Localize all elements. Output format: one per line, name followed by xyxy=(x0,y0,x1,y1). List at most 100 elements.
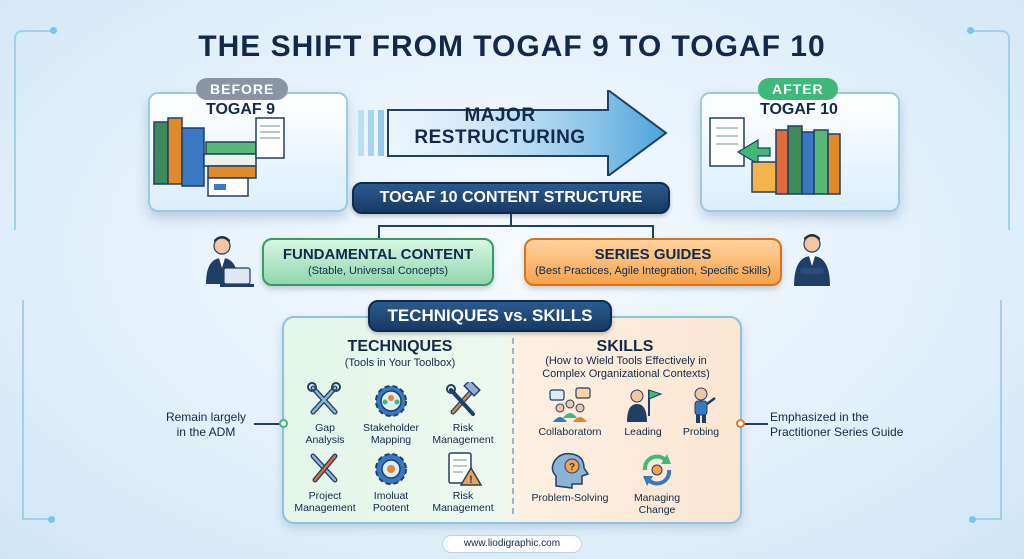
skills-subtitle: (How to Wield Tools Effectively in Compl… xyxy=(515,355,737,381)
label-line: Change xyxy=(638,504,676,516)
hammer-wrench-icon xyxy=(446,382,481,416)
circuit-dot xyxy=(967,27,974,34)
head-question-icon: ? xyxy=(551,452,590,489)
arrow-label-line1: MAJOR xyxy=(464,105,536,126)
circuit-dot xyxy=(48,516,55,523)
page-title: THE SHIFT FROM TOGAF 9 TO TOGAF 10 xyxy=(198,30,826,63)
label-line: Stakeholder xyxy=(362,422,420,434)
left-note-dot xyxy=(279,419,288,428)
series-guides-box: SERIES GUIDES (Best Practices, Agile Int… xyxy=(524,238,782,286)
technique-item: Stakeholder Mapping xyxy=(354,382,428,446)
right-note-line2: Practitioner Series Guide xyxy=(770,425,904,439)
collaboration-icon xyxy=(549,387,591,422)
leader-flag-icon xyxy=(627,389,663,422)
skill-label: Collaboratorn xyxy=(538,426,602,438)
technique-item: Imoluat Pootent xyxy=(354,450,428,514)
footer-url: www.liodigraphic.com xyxy=(442,535,582,553)
skills-subtitle-line2: Complex Organizational Contexts) xyxy=(542,368,710,380)
technique-item: Gap Analysis xyxy=(288,382,362,446)
before-version: TOGAF 9 xyxy=(206,101,276,118)
after-badge: AFTER xyxy=(758,78,838,100)
label-line: Pootent xyxy=(372,502,410,514)
restructuring-arrow xyxy=(358,90,668,176)
skill-label: Problem-Solving xyxy=(531,492,609,504)
person-laptop-icon xyxy=(206,236,254,287)
panel-divider xyxy=(512,338,514,514)
techniques-title: TECHNIQUES xyxy=(347,338,453,355)
label-line: Imoluat xyxy=(373,490,409,502)
technique-item: Project Management xyxy=(288,450,362,514)
technique-label: Stakeholder Mapping xyxy=(354,422,428,446)
warning-clipboard-icon: ! xyxy=(448,452,483,486)
skill-label: Probing xyxy=(682,426,720,438)
fundamental-subtitle: (Stable, Universal Concepts) xyxy=(307,265,448,277)
right-note-dot xyxy=(736,419,745,428)
circuit-decoration xyxy=(14,30,54,230)
technique-label: Gap Analysis xyxy=(288,422,362,446)
arrow-label-line2: RESTRUCTURING xyxy=(414,127,586,148)
skill-item: Leading xyxy=(606,386,680,438)
before-badge: BEFORE xyxy=(196,78,289,100)
books-stack-icon xyxy=(153,117,285,197)
skill-label: Leading xyxy=(624,426,662,438)
technique-label: Risk Management xyxy=(426,490,500,514)
circuit-decoration xyxy=(22,300,52,520)
right-note-connector xyxy=(742,423,768,425)
connector-line xyxy=(510,214,512,226)
technique-item: ! Risk Management xyxy=(426,450,500,514)
techniques-skills-header: TECHNIQUES vs. SKILLS xyxy=(368,300,612,332)
left-note-line1: Remain largely xyxy=(165,410,247,424)
skill-item: Probing xyxy=(664,386,738,438)
technique-item: Risk Management xyxy=(426,382,500,446)
technique-label: Project Management xyxy=(288,490,362,514)
connector-line xyxy=(378,225,380,238)
circuit-decoration xyxy=(970,30,1010,230)
series-subtitle: (Best Practices, Agile Integration, Spec… xyxy=(535,265,771,277)
label-line: Management xyxy=(432,434,494,446)
fundamental-content-box: FUNDAMENTAL CONTENT (Stable, Universal C… xyxy=(262,238,494,286)
svg-text:?: ? xyxy=(569,462,575,473)
label-line: Managing xyxy=(633,492,681,504)
label-line: Management xyxy=(294,502,356,514)
cycle-arrows-icon xyxy=(642,454,672,486)
left-note: Remain largely in the ADM xyxy=(160,410,252,440)
fundamental-title: FUNDAMENTAL CONTENT xyxy=(282,246,474,263)
tools-icon xyxy=(310,453,338,483)
circuit-dot xyxy=(969,516,976,523)
label-line: Risk xyxy=(452,422,474,434)
label-line: Project xyxy=(308,490,342,502)
right-note: Emphasized in the Practitioner Series Gu… xyxy=(770,410,940,440)
gear-people-icon xyxy=(375,385,407,417)
skill-label: Managing Change xyxy=(620,492,694,516)
left-note-connector xyxy=(254,423,284,425)
gear-icon xyxy=(375,453,407,485)
skill-item: ? Problem-Solving xyxy=(524,450,616,504)
label-line: Management xyxy=(432,502,494,514)
label-line: Gap xyxy=(315,422,335,434)
svg-text:!: ! xyxy=(469,474,473,486)
content-structure-header: TOGAF 10 CONTENT STRUCTURE xyxy=(352,182,670,214)
circuit-dot xyxy=(50,27,57,34)
technique-label: Risk Management xyxy=(426,422,500,446)
right-note-line1: Emphasized in the xyxy=(770,410,869,424)
person-arms-crossed-icon xyxy=(794,234,830,286)
series-title: SERIES GUIDES xyxy=(594,246,712,263)
skill-item: Managing Change xyxy=(620,450,694,516)
after-version: TOGAF 10 xyxy=(760,101,838,118)
techniques-subtitle: (Tools in Your Toolbox) xyxy=(344,357,456,369)
label-line: Analysis xyxy=(305,434,345,446)
skill-item: Collaboratorn xyxy=(528,386,612,438)
circuit-decoration xyxy=(972,300,1002,520)
skills-subtitle-line1: (How to Wield Tools Effectively in xyxy=(545,355,707,367)
organized-books-icon xyxy=(709,117,841,195)
connector-line xyxy=(378,225,654,227)
arrow-label: MAJOR RESTRUCTURING xyxy=(400,105,600,149)
connector-line xyxy=(652,225,654,238)
left-note-line2: in the ADM xyxy=(176,425,236,439)
label-line: Mapping xyxy=(370,434,412,446)
probing-person-icon xyxy=(694,387,716,423)
label-line: Risk xyxy=(452,490,474,502)
wrench-icon xyxy=(307,382,341,415)
skills-title: SKILLS xyxy=(596,338,654,355)
technique-label: Imoluat Pootent xyxy=(354,490,428,514)
